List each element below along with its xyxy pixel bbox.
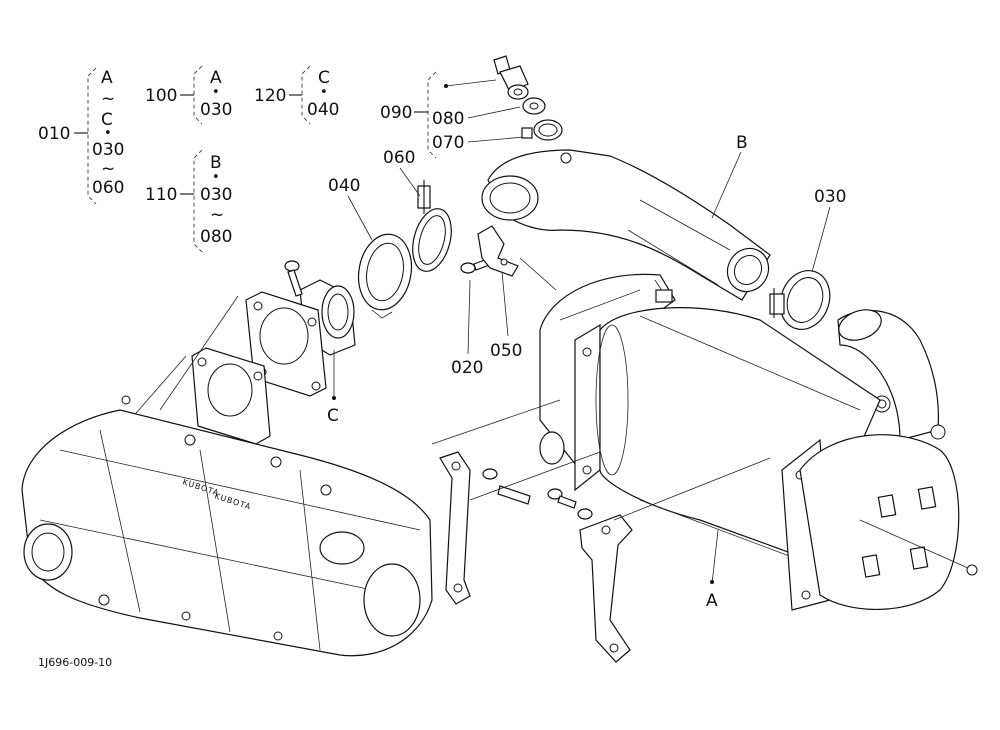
label-110-tilde: ~ [210,205,224,225]
label-050: 050 [490,341,522,361]
bolt-upper [284,260,303,297]
flange-gasket-lower [191,347,271,445]
label-110-b: B [210,153,222,173]
group-010: 010 A ~ C • 030 ~ 060 [38,67,124,205]
label-120-dot: • [320,85,328,100]
label-c: C [327,406,339,426]
label-110-from: 030 [200,185,232,205]
bracket-right [579,514,633,663]
label-110-dot: • [212,170,220,185]
label-070: 070 [432,133,464,153]
washer-080 [522,97,546,115]
label-100-a: A [210,68,222,88]
label-100-dot: • [212,85,220,100]
label-100: 100 [145,86,177,106]
group-090: 090 080 070 [380,71,525,159]
label-010-from: 030 [92,140,124,160]
label-120-val: 040 [307,100,339,120]
label-010: 010 [38,124,70,144]
pipe-b [481,149,771,301]
label-030: 030 [814,187,846,207]
label-a: A [706,591,718,611]
bolts-lower [482,468,593,520]
bracket-left [439,451,471,605]
label-020: 020 [451,358,483,378]
label-110-to: 080 [200,227,232,247]
bracket-050 [477,225,519,277]
clamp-030 [769,270,831,330]
inlet-pipe-c [299,279,356,356]
group-120: 120 C • 040 [254,65,339,125]
label-110: 110 [145,185,177,205]
group-110: 110 B • 030 ~ 080 [145,149,232,253]
clamp-070 [521,119,563,141]
exhaust-manifold: KUBOTA KUBOTA [21,395,433,657]
label-120: 120 [254,86,286,106]
label-100-val: 030 [200,100,232,120]
gasket-040 [357,233,413,319]
label-010-tilde2: ~ [101,159,115,179]
label-b: B [736,133,748,153]
sensor-090 [493,55,529,100]
label-120-c: C [318,68,330,88]
clamp-060 [412,180,452,272]
outlet-elbow [837,309,946,441]
muffler-a [539,273,960,611]
group-100: 100 A • 030 [145,65,232,125]
label-040: 040 [328,176,360,196]
label-010-dot: • [104,126,112,141]
flange-gasket-upper [245,291,327,397]
label-010-c: C [101,110,113,130]
label-010-tilde1: ~ [101,89,115,109]
label-090: 090 [380,103,412,123]
drawing-code: 1J696-009-10 [38,656,112,669]
label-060: 060 [383,148,415,168]
nut-right [966,564,978,576]
label-080: 080 [432,109,464,129]
label-010-a: A [101,68,113,88]
label-010-to: 060 [92,178,124,198]
